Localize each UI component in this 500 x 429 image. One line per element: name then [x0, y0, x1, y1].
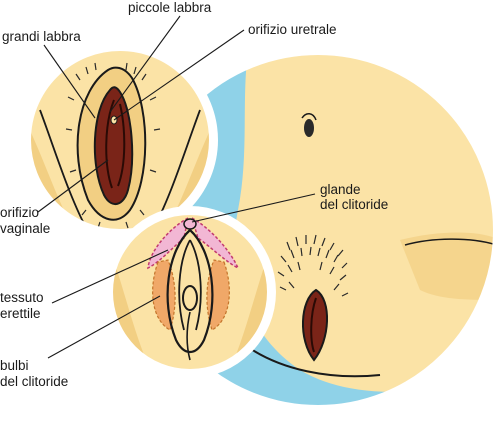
- leader-bulbi: [47, 295, 161, 359]
- vaginal-opening-shape: [182, 285, 198, 311]
- external-view-circle: [22, 42, 218, 238]
- label-bulbi-line1: bulbi: [0, 358, 29, 373]
- label-glande-line2: del clitoride: [320, 197, 389, 212]
- label-orifizio-vaginale-line1: orifizio: [0, 205, 40, 220]
- pubic-hair: [277, 234, 349, 297]
- navel-shape: [304, 119, 314, 137]
- leader-glande: [191, 193, 316, 223]
- leader-lines: [37, 15, 316, 359]
- body-vulva-shape: [302, 288, 328, 362]
- vestibule-shape: [93, 86, 134, 205]
- leader-orifizio-vaginale: [37, 159, 109, 213]
- leader-grandi-labbra: [43, 44, 96, 119]
- label-piccole-labbra: piccole labbra: [128, 0, 212, 15]
- label-glande-line1: glande: [320, 182, 361, 197]
- label-bulbi-line2: del clitoride: [0, 374, 69, 389]
- label-tessuto-line1: tessuto: [0, 290, 44, 305]
- leader-piccole-labbra: [109, 15, 181, 113]
- label-grandi-labbra: grandi labbra: [2, 29, 81, 44]
- leader-tessuto-erettile: [51, 249, 169, 304]
- leader-orifizio-uretrale: [113, 29, 245, 121]
- clitoral-glans-shape: [183, 218, 197, 230]
- label-tessuto-line2: erettile: [0, 306, 41, 321]
- erectile-tissue-shape: [147, 216, 240, 270]
- label-orifizio-uretrale: orifizio uretrale: [248, 22, 337, 37]
- internal-view-circle: [104, 206, 276, 378]
- label-orifizio-vaginale-line2: vaginale: [0, 221, 51, 236]
